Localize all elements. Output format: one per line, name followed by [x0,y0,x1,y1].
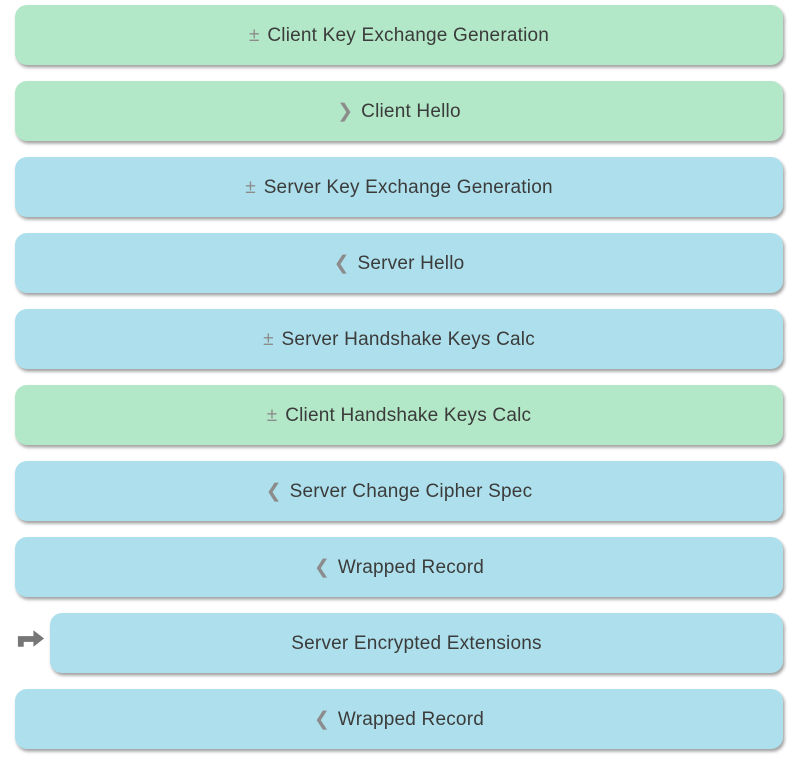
step-wrapped-record-2[interactable]: ❮ Wrapped Record [15,689,783,749]
step-server-hello[interactable]: ❮ Server Hello [15,233,783,293]
step-direction-icon: ❮ [313,708,330,730]
step-server-key-exchange-generation[interactable]: ± Server Key Exchange Generation [15,157,783,217]
step-client-key-exchange-generation[interactable]: ± Client Key Exchange Generation [15,5,783,65]
step-wrapped-record-1[interactable]: ❮ Wrapped Record [15,537,783,597]
step-direction-icon: ❮ [333,252,350,274]
handshake-row-wrapped-record-2: ❮ Wrapped Record [15,689,783,749]
step-client-hello[interactable]: ❯ Client Hello [15,81,783,141]
step-direction-icon: ± [245,176,256,198]
handshake-row-server-encrypted-extensions: Server Encrypted Extensions [15,613,783,673]
step-direction-icon: ❯ [337,100,354,122]
step-client-handshake-keys-calc[interactable]: ± Client Handshake Keys Calc [15,385,783,445]
handshake-row-server-change-cipher-spec: ❮ Server Change Cipher Spec [15,461,783,521]
handshake-row-client-key-exchange-generation: ± Client Key Exchange Generation [15,5,783,65]
handshake-row-server-hello: ❮ Server Hello [15,233,783,293]
step-direction-icon: ± [248,24,260,46]
step-label: Client Hello [361,100,461,122]
step-server-encrypted-extensions[interactable]: Server Encrypted Extensions [50,613,783,673]
step-direction-icon: ± [263,328,274,350]
current-position-arrow-icon [15,627,50,649]
step-label: Server Change Cipher Spec [289,480,533,502]
step-server-change-cipher-spec[interactable]: ❮ Server Change Cipher Spec [15,461,783,521]
handshake-row-server-handshake-keys-calc: ± Server Handshake Keys Calc [15,309,783,369]
step-label: Server Encrypted Extensions [291,632,542,654]
handshake-row-client-handshake-keys-calc: ± Client Handshake Keys Calc [15,385,783,445]
step-label: Server Handshake Keys Calc [281,328,535,350]
step-label: Server Hello [357,252,465,274]
step-label: Client Key Exchange Generation [267,24,550,46]
step-label: Wrapped Record [337,556,484,578]
step-label: Server Key Exchange Generation [263,176,553,198]
step-label: Wrapped Record [337,708,484,730]
step-server-handshake-keys-calc[interactable]: ± Server Handshake Keys Calc [15,309,783,369]
step-label: Client Handshake Keys Calc [285,404,532,426]
step-direction-icon: ± [266,404,278,426]
step-direction-icon: ❮ [265,480,282,502]
tls-handshake-sequence: ± Client Key Exchange Generation ❯ Clien… [15,5,783,749]
step-direction-icon: ❮ [313,556,330,578]
handshake-row-client-hello: ❯ Client Hello [15,81,783,141]
handshake-row-wrapped-record-1: ❮ Wrapped Record [15,537,783,597]
handshake-row-server-key-exchange-generation: ± Server Key Exchange Generation [15,157,783,217]
